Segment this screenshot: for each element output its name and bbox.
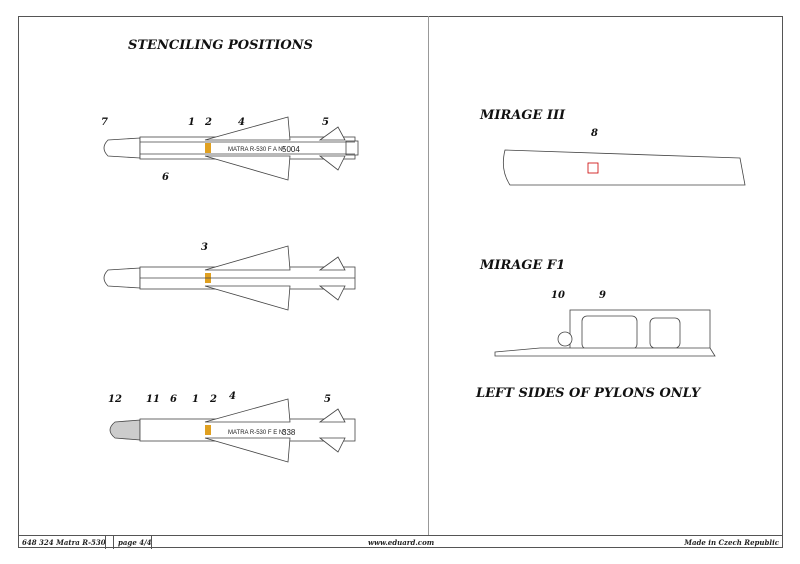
page-frame [18,16,783,548]
footer-website[interactable]: www.eduard.com [368,538,435,547]
missile-3-serial: 338 [282,428,296,437]
column-divider [428,16,429,535]
callout-4: 4 [238,117,245,128]
stenciling-title: STENCILING POSITIONS [128,38,313,53]
callout-4b: 4 [229,391,236,402]
missile-3-marking: MATRA R-530 F E Nº [228,429,286,436]
callout-2b: 2 [210,394,217,405]
missile-3: MATRA R-530 F E Nº 338 [109,398,356,463]
callout-6: 6 [162,172,169,183]
footer-origin: Made in Czech Republic [684,538,779,547]
footer: 648 324 Matra R-530 page 4/4 www.eduard.… [18,535,783,549]
callout-5: 5 [322,117,329,128]
callout-1: 1 [188,117,195,128]
callout-1b: 1 [192,394,199,405]
callout-7: 7 [101,117,108,128]
callout-12: 12 [108,394,122,405]
mirage-iii-pylon [502,149,746,186]
callout-2: 2 [205,117,212,128]
footer-product: 648 324 Matra R-530 [22,538,106,547]
missile-1-marking: MATRA R-530 F A Nº [228,146,286,153]
missile-1: MATRA R-530 F A Nº 5004 [103,116,359,181]
mirage-f1-pylon [494,309,716,357]
missile-1-serial: 5004 [282,145,300,154]
callout-5b: 5 [324,394,331,405]
callout-6b: 6 [170,394,177,405]
callout-9: 9 [599,290,606,301]
missile-2 [103,245,356,311]
mirage-f1-title: MIRAGE F1 [480,258,566,273]
footer-page: page 4/4 [118,538,152,547]
mirage-iii-title: MIRAGE III [480,108,566,123]
callout-11: 11 [146,394,160,405]
callout-8: 8 [591,128,598,139]
pylons-note: LEFT SIDES OF PYLONS ONLY [476,386,701,401]
callout-3: 3 [201,242,208,253]
callout-10: 10 [551,290,565,301]
